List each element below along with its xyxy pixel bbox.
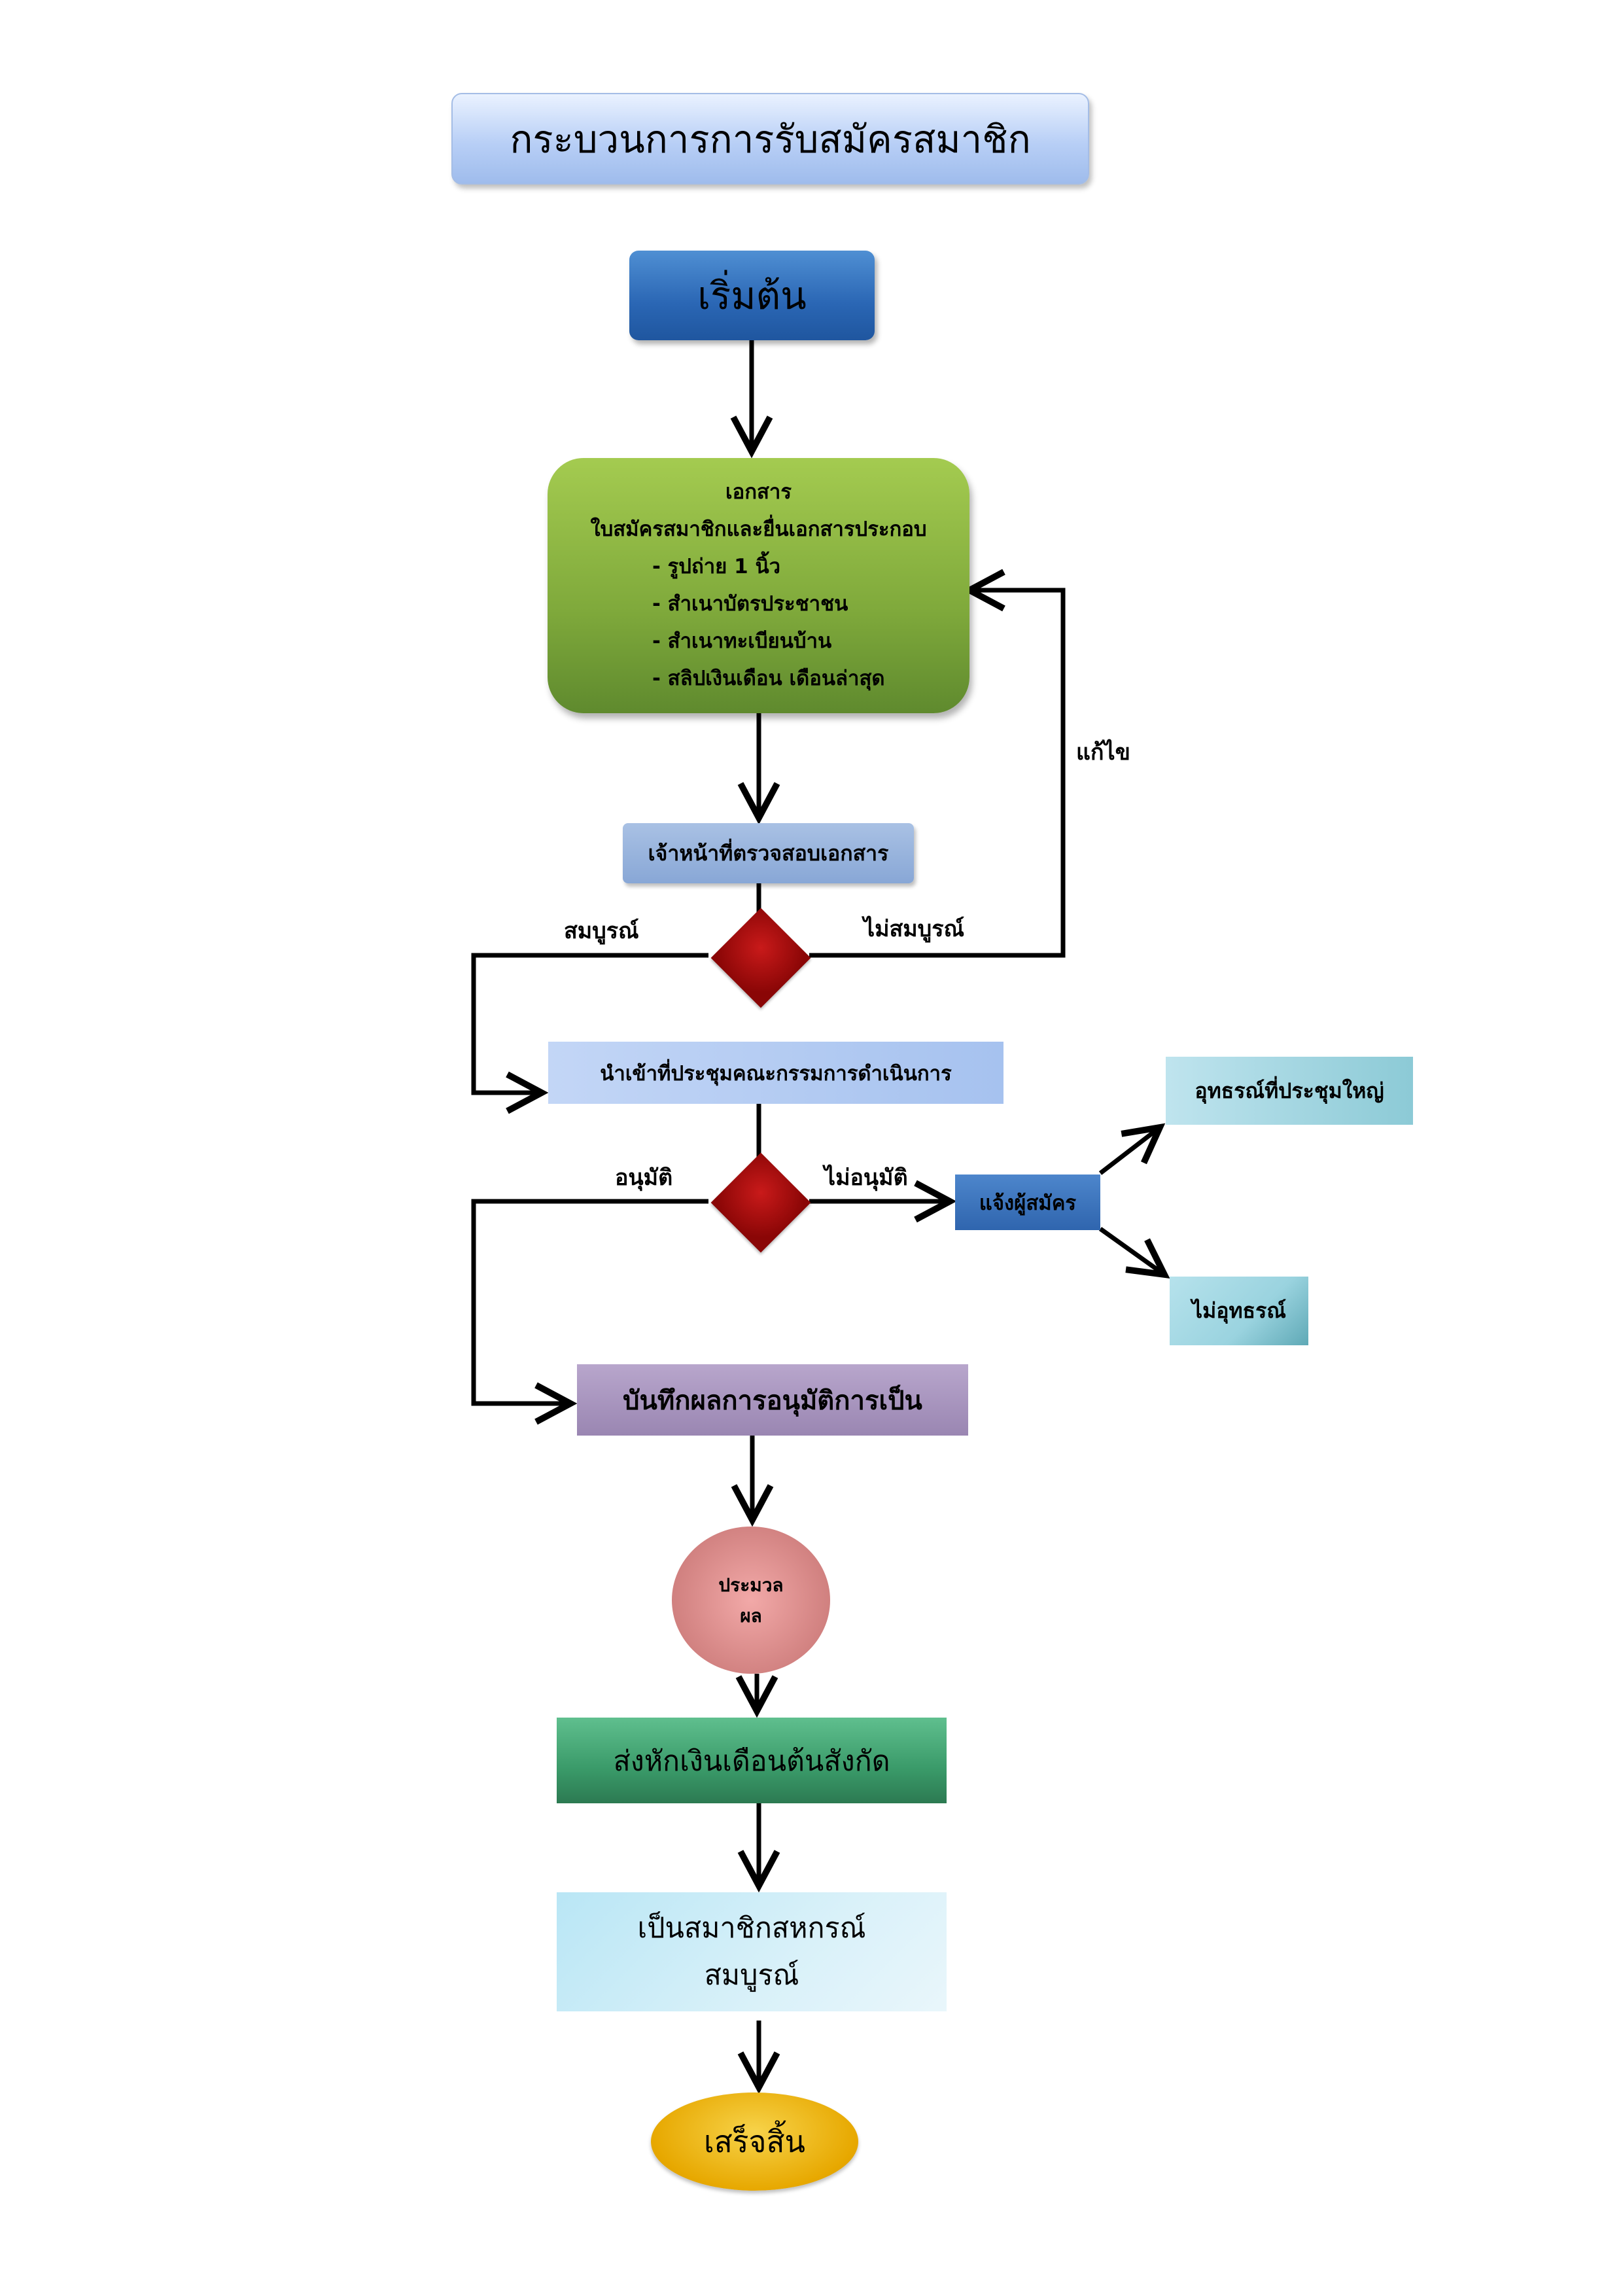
start-node: เริ่มต้น [629, 251, 875, 340]
salary-deduction-label: ส่งหักเงินเดือนต้นสังกัด [613, 1744, 890, 1778]
page-title-text: กระบวนการการรับสมัครสมาชิก [510, 116, 1031, 162]
documents-item: - สำเนาบัตรประชาชน [652, 592, 848, 616]
check-documents-node: เจ้าหน้าที่ตรวจสอบเอกสาร [623, 823, 914, 883]
edge-label-approved: อนุมัติ [615, 1165, 673, 1191]
documents-item: - สลิปเงินเดือน เดือนล่าสุด [652, 667, 885, 690]
finish-label: เสร็จสิ้น [704, 2123, 805, 2159]
arrow-approved-to-record [471, 1199, 708, 1425]
appeal-general-meeting-node: อุทธรณ์ที่ประชุมใหญ่ [1166, 1057, 1413, 1125]
edge-label-incomplete: ไม่สมบูรณ์ [864, 916, 965, 942]
documents-heading: เอกสาร [725, 480, 792, 504]
no-appeal-label: ไม่อุทธรณ์ [1192, 1298, 1286, 1323]
start-label: เริ่มต้น [697, 274, 807, 318]
full-member-node: เป็นสมาชิกสหกรณ์ สมบูรณ์ [557, 1892, 947, 2011]
documents-item: - สำเนาทะเบียนบ้าน [652, 629, 832, 653]
notify-applicant-label: แจ้งผู้สมัคร [979, 1191, 1077, 1215]
process-results-line: ผล [740, 1604, 762, 1627]
arrow-complete-to-meeting [471, 953, 708, 1114]
documents-node: เอกสาร ใบสมัครสมาชิกและยื่นเอกสารประกอบ … [548, 458, 969, 713]
edge-label-fix: แก้ไข [1076, 739, 1130, 766]
appeal-label: อุทธรณ์ที่ประชุมใหญ่ [1195, 1078, 1384, 1103]
check-documents-label: เจ้าหน้าที่ตรวจสอบเอกสาร [648, 840, 889, 866]
process-results-line: ประมวล [718, 1574, 784, 1596]
edge-label-not-approved: ไม่อนุมัติ [824, 1165, 908, 1191]
record-approval-node: บันทึกผลการอนุมัติการเป็น [577, 1364, 968, 1436]
arrow-notify-to-appeal [1098, 1123, 1166, 1175]
edge-label-complete: สมบูรณ์ [564, 918, 639, 944]
full-member-line: เป็นสมาชิกสหกรณ์ [637, 1912, 866, 1945]
arrow-incomplete-fix [809, 569, 1066, 958]
salary-deduction-node: ส่งหักเงินเดือนต้นสังกัด [557, 1718, 947, 1803]
no-appeal-node: ไม่อุทธรณ์ [1170, 1277, 1308, 1345]
documents-item: - รูปถ่าย 1 นิ้ว [652, 555, 781, 578]
arrow-notify-to-no-appeal [1098, 1227, 1170, 1279]
notify-applicant-node: แจ้งผู้สมัคร [955, 1174, 1100, 1230]
committee-meeting-node: นำเข้าที่ประชุมคณะกรรมการดำเนินการ [548, 1042, 1003, 1104]
record-approval-label: บันทึกผลการอนุมัติการเป็น [623, 1385, 922, 1416]
page-title: กระบวนการการรับสมัครสมาชิก [451, 93, 1089, 185]
documents-subheading: ใบสมัครสมาชิกและยื่นเอกสารประกอบ [590, 518, 927, 541]
process-results-node: ประมวล ผล [672, 1527, 830, 1674]
committee-meeting-label: นำเข้าที่ประชุมคณะกรรมการดำเนินการ [600, 1061, 952, 1086]
full-member-line: สมบูรณ์ [704, 1959, 799, 1992]
finish-node: เสร็จสิ้น [651, 2093, 858, 2191]
